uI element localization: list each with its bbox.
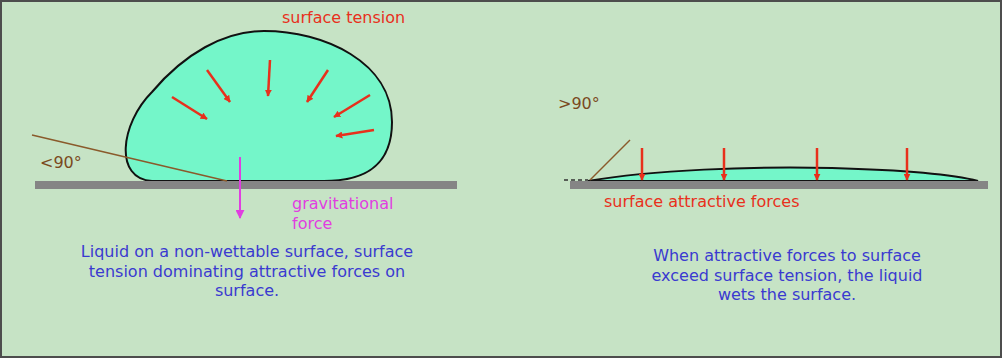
liquid-film: [588, 168, 978, 181]
caption-text: Liquid on a non-wettable surface, surfac…: [71, 242, 423, 301]
angle-label: >90°: [558, 94, 600, 114]
caption-text: When attractive forces to surface exceed…: [634, 246, 940, 305]
contact-angle-tangent: [590, 140, 630, 180]
force-label: gravitational force: [292, 194, 410, 233]
solid-surface: [35, 181, 457, 189]
angle-label: <90°: [40, 153, 82, 173]
force-label: surface tension: [282, 8, 405, 28]
contact-angle-tangent: [32, 135, 227, 181]
surface-dash: [564, 179, 588, 181]
gravity-arrow: [239, 157, 241, 218]
surface-tension-arrows: [172, 60, 374, 136]
solid-surface: [570, 181, 988, 189]
liquid-drop: [126, 31, 392, 181]
attractive-force-arrows: [642, 148, 907, 180]
force-label: surface attractive forces: [604, 192, 800, 212]
